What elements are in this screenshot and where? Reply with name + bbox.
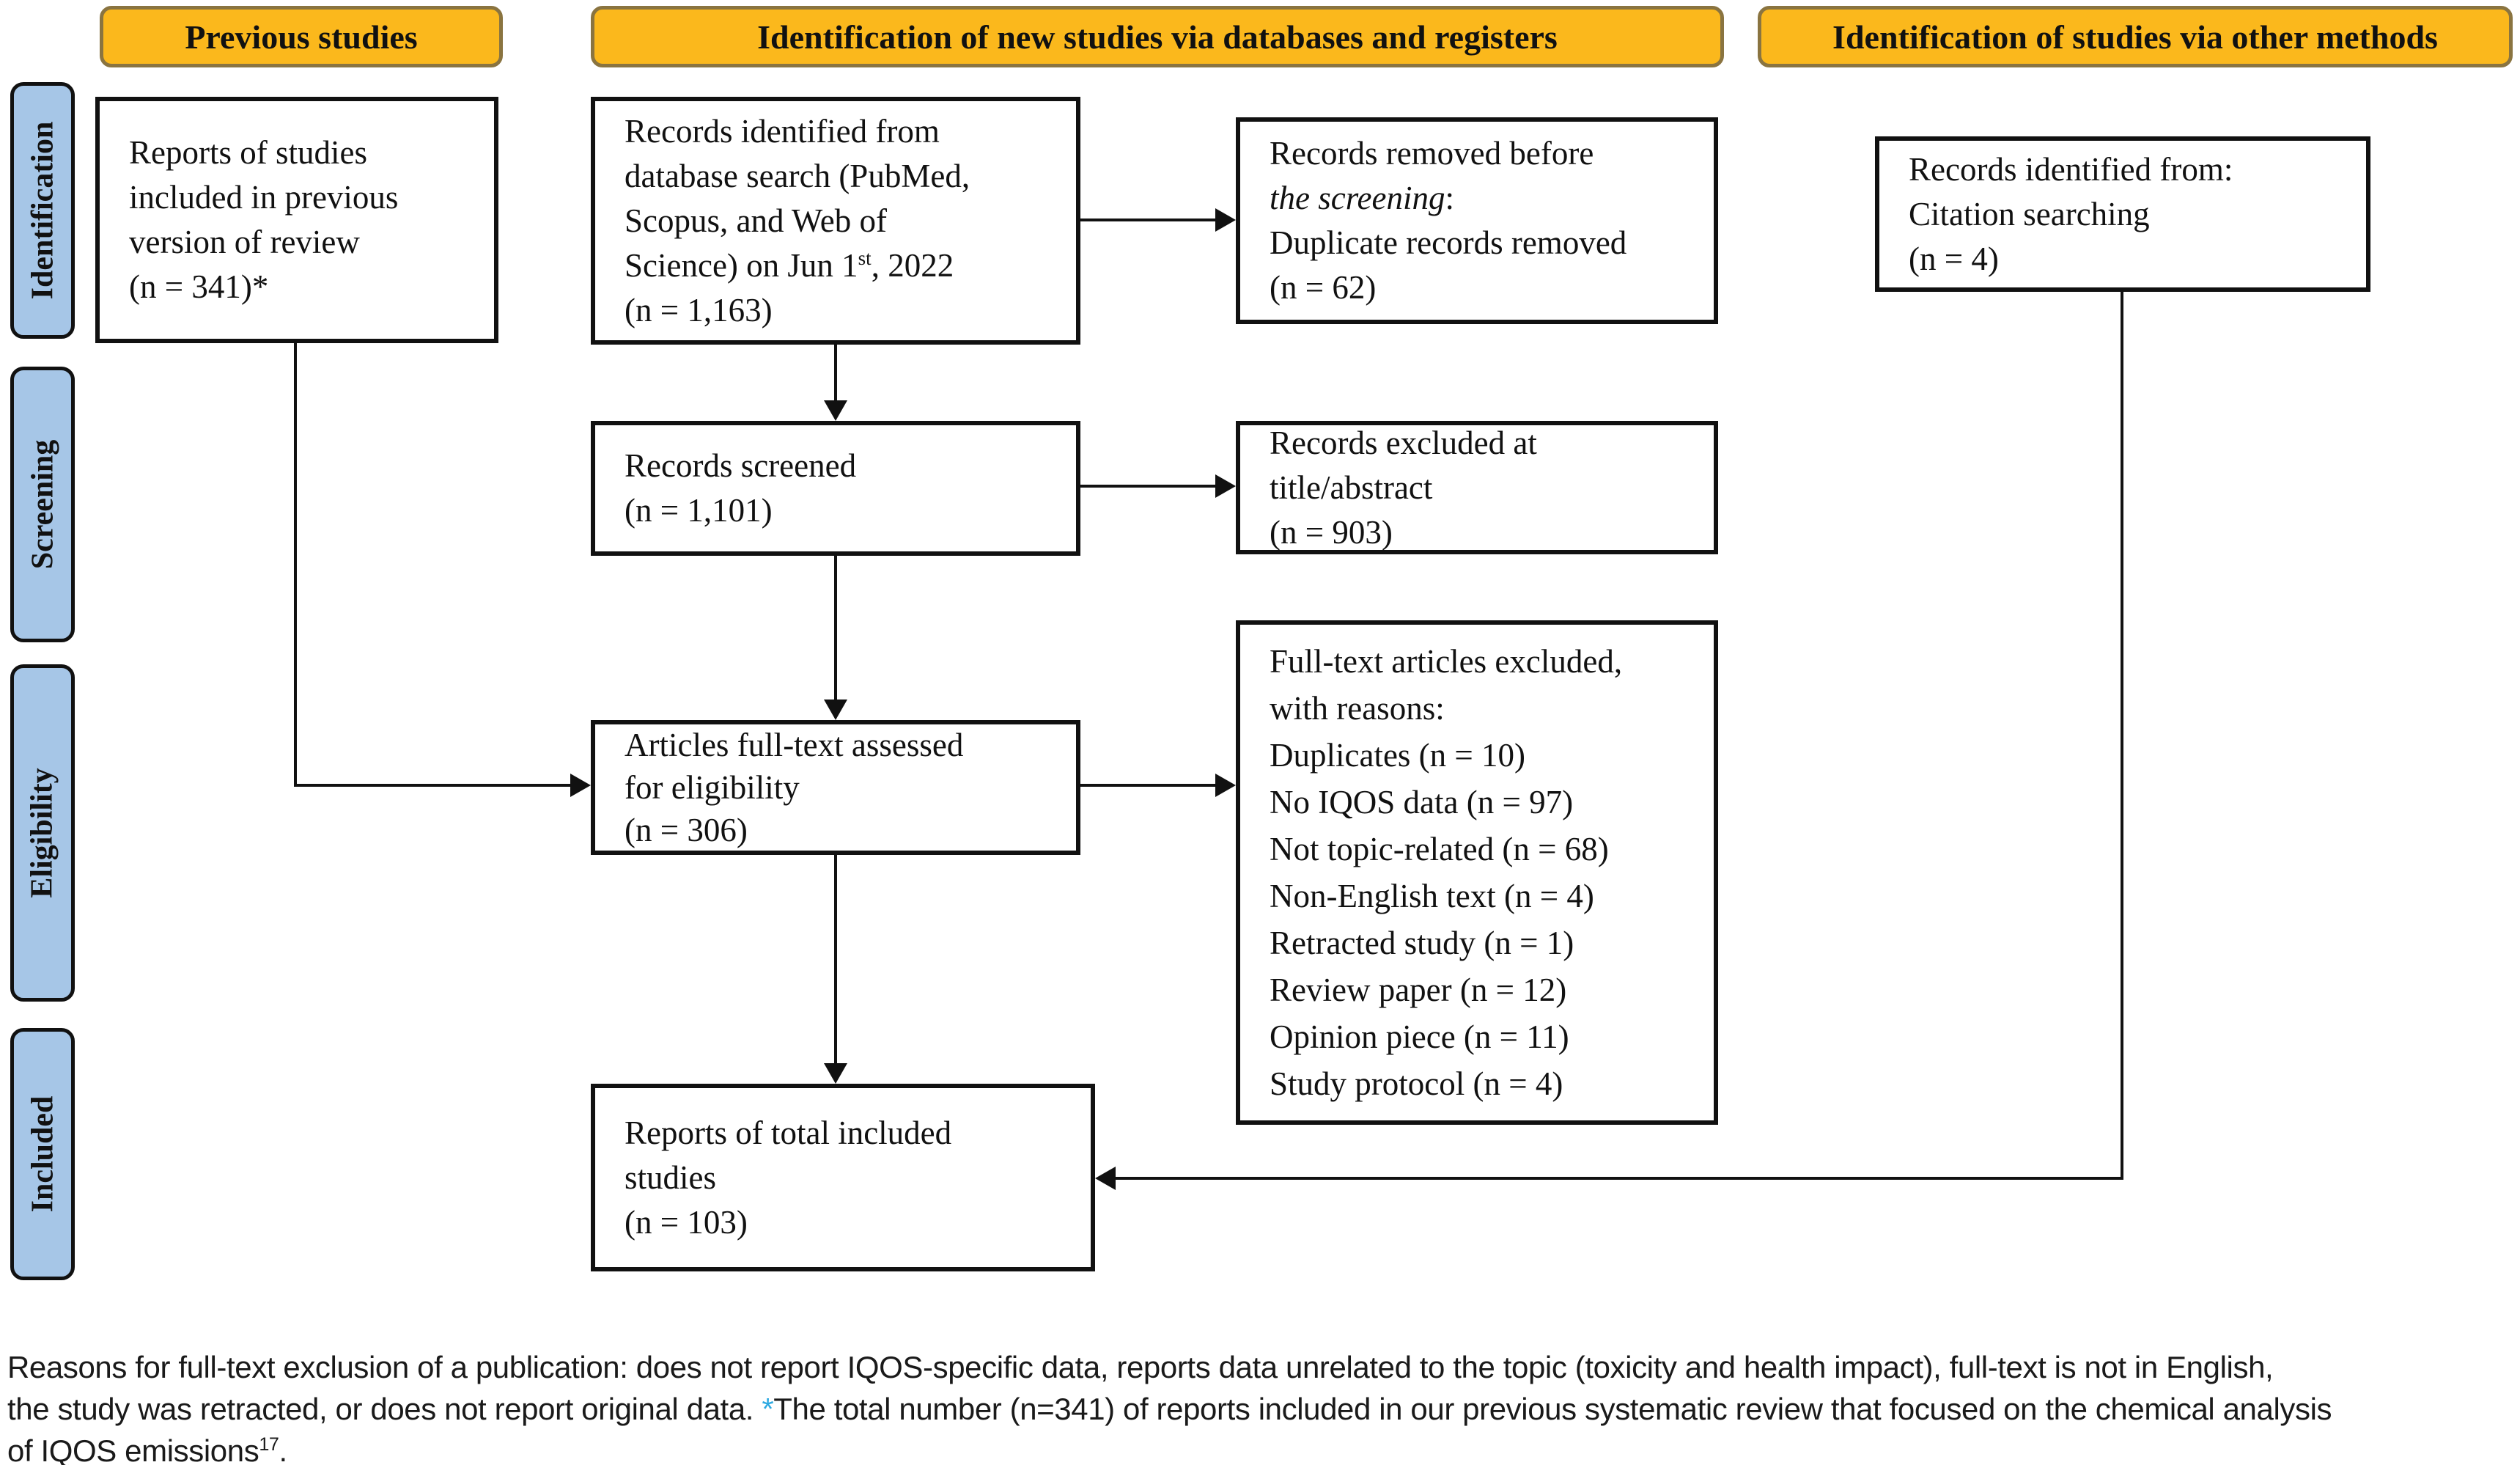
box-records-removed-line: the screening: [1270,180,1455,216]
box-fulltext-excluded-reason: Not topic-related (n = 68) [1270,831,1609,867]
header-new-studies-databases: Identification of new studies via databa… [591,6,1724,67]
connector-fulltext-to-excluded [1080,784,1217,787]
box-fulltext-assessed-line: for eligibility [625,769,800,806]
box-records-screened-count: (n = 1,101) [625,492,773,529]
box-previous-reports-line: version of review [129,224,360,260]
box-fulltext-assessed-line: Articles full-text assessed [625,727,964,763]
box-citation-searching-count: (n = 4) [1909,240,1999,277]
stage-eligibility: Eligibility [10,664,75,1002]
box-previous-reports-count: (n = 341)* [129,268,269,305]
box-fulltext-excluded-reason: Review paper (n = 12) [1270,972,1567,1008]
header-previous-studies: Previous studies [100,6,503,67]
box-total-included-line: studies [625,1159,717,1196]
box-previous-reports-line: Reports of studies [129,134,367,171]
box-records-screened-line: Records screened [625,447,857,484]
box-citation-searching-line: Citation searching [1909,195,2150,232]
arrowhead-citation-to-included [1095,1167,1116,1190]
connector-fulltext-to-included [834,855,837,1065]
box-records-removed-line: Duplicate records removed [1270,224,1627,261]
box-records-removed-line: Records removed before [1270,135,1594,172]
box-fulltext-excluded-reason: No IQOS data (n = 97) [1270,784,1574,820]
header-other-methods: Identification of studies via other meth… [1758,6,2513,67]
box-fulltext-assessed: Articles full-text assessed for eligibil… [591,720,1080,855]
box-records-identified-line: Science) on Jun 1st, 2022 [625,246,954,284]
header-previous-studies-label: Previous studies [185,18,418,56]
box-records-excluded-line: Records excluded at [1270,424,1537,461]
arrowhead-identified-to-removed [1215,208,1236,232]
box-previous-reports: Reports of studies included in previous … [95,97,498,343]
superscript-st: st [858,246,872,269]
stage-eligibility-label: Eligibility [26,768,59,898]
box-records-identified-line: Scopus, and Web of [625,202,888,239]
stage-included: Included [10,1028,75,1280]
box-records-identified-line: Records identified from [625,112,940,150]
stage-identification: Identification [10,82,75,339]
arrowhead-previous-to-fulltext [570,774,591,797]
box-total-included: Reports of total included studies (n = 1… [591,1084,1095,1271]
connector-citation-to-included [1116,1177,2123,1180]
box-fulltext-excluded-reason: Duplicates (n = 10) [1270,737,1526,774]
box-records-removed: Records removed before the screening: Du… [1236,117,1718,324]
box-fulltext-excluded-reason: Study protocol (n = 4) [1270,1065,1563,1102]
superscript-ref-17: 17 [259,1434,279,1455]
connector-previous-down [294,343,297,787]
blue-asterisk: * [762,1392,774,1426]
stage-included-label: Included [26,1095,60,1213]
box-total-included-line: Reports of total included [625,1114,952,1151]
box-records-excluded: Records excluded at title/abstract (n = … [1236,421,1718,554]
arrowhead-fulltext-to-included [824,1063,847,1084]
box-citation-searching-line: Records identified from: [1909,150,2233,188]
box-records-identified-line: database search (PubMed, [625,157,970,194]
box-records-identified-count: (n = 1,163) [625,291,773,328]
figure-caption: Reasons for full-text exclusion of a pub… [7,1346,2517,1465]
box-fulltext-excluded-reason: Non-English text (n = 4) [1270,878,1594,914]
box-records-removed-count: (n = 62) [1270,269,1377,306]
box-records-excluded-count: (n = 903) [1270,513,1393,551]
caption-line-1: Reasons for full-text exclusion of a pub… [7,1350,2274,1384]
arrowhead-screened-to-excluded [1215,474,1236,498]
connector-screened-to-excluded [1080,485,1217,488]
header-other-methods-label: Identification of studies via other meth… [1832,18,2438,56]
box-fulltext-assessed-count: (n = 306) [625,812,748,848]
box-fulltext-excluded-reason: Retracted study (n = 1) [1270,925,1574,961]
arrowhead-screened-to-fulltext [824,700,847,720]
box-records-identified: Records identified from database search … [591,97,1080,345]
box-fulltext-excluded-reason: Opinion piece (n = 11) [1270,1018,1569,1055]
box-fulltext-excluded: Full-text articles excluded, with reason… [1236,620,1718,1125]
connector-identified-to-screened [834,345,837,403]
connector-citation-down [2121,292,2123,1180]
box-total-included-count: (n = 103) [625,1203,748,1241]
connector-identified-to-removed [1080,219,1217,221]
header-new-studies-databases-label: Identification of new studies via databa… [757,18,1558,56]
arrowhead-fulltext-to-excluded [1215,774,1236,797]
italic-the-screening: the screening [1270,180,1445,216]
caption-line-2: the study was retracted, or does not rep… [7,1392,2332,1426]
stage-screening-label: Screening [26,439,59,570]
caption-line-3: of IQOS emissions17. [7,1433,287,1465]
box-citation-searching: Records identified from: Citation search… [1875,136,2370,292]
box-previous-reports-line: included in previous [129,179,399,216]
stage-identification-label: Identification [26,121,60,300]
connector-screened-to-fulltext [834,556,837,701]
box-records-excluded-line: title/abstract [1270,469,1433,506]
box-records-screened: Records screened (n = 1,101) [591,421,1080,556]
box-fulltext-excluded-line: with reasons: [1270,690,1445,727]
stage-screening: Screening [10,367,75,642]
arrowhead-identified-to-screened [824,400,847,421]
connector-previous-to-fulltext [294,784,570,787]
box-fulltext-excluded-line: Full-text articles excluded, [1270,643,1623,680]
